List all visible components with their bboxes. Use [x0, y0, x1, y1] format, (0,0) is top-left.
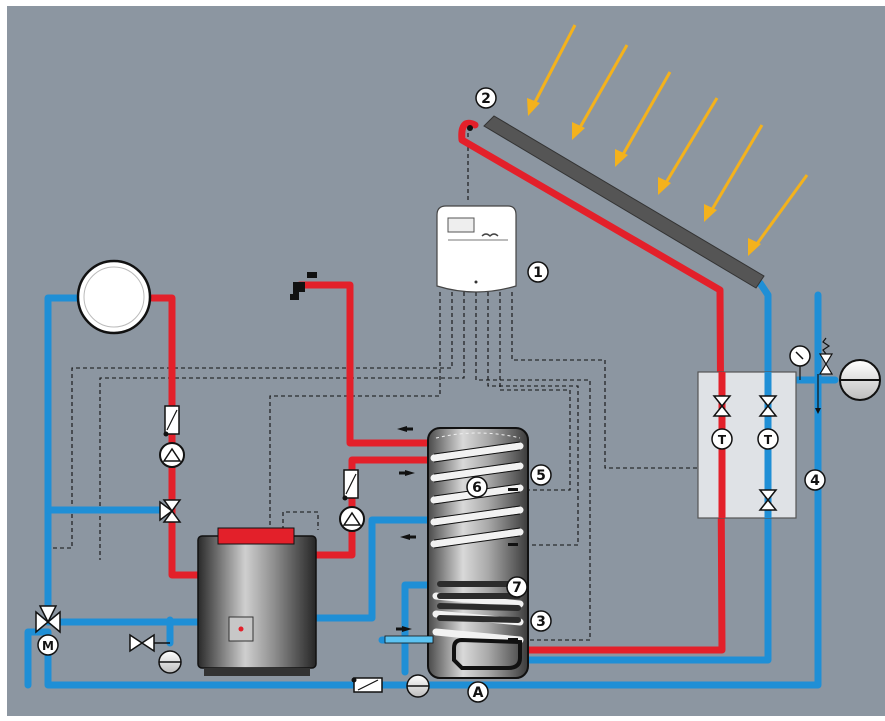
- valve-icon: [712, 395, 732, 417]
- solar-collector: [467, 115, 765, 289]
- boiler: [197, 527, 317, 676]
- motor-label: M: [42, 639, 54, 653]
- tap-icon: [290, 272, 317, 300]
- solar-arrow-icon: [572, 44, 629, 140]
- solar-station: T T: [697, 371, 797, 519]
- upper-heating-coil: [430, 442, 524, 548]
- callout-label: 4: [810, 473, 820, 489]
- callout-label: 2: [481, 91, 491, 107]
- cold-inlet: [384, 635, 434, 644]
- storage-tank: [427, 427, 529, 679]
- thermo-label: T: [764, 433, 773, 447]
- thermo-label: T: [718, 433, 727, 447]
- flow-meter-icon: [351, 677, 383, 693]
- tank-sensor: [508, 638, 518, 641]
- callout-1: 1: [527, 261, 549, 283]
- solar-controller: [436, 205, 517, 293]
- temperature-gauge-icon: T: [757, 428, 779, 450]
- solar-arrow-icon: [615, 71, 672, 167]
- callout-label: 3: [536, 614, 546, 630]
- pump-icon: [339, 506, 365, 532]
- expansion-tank-icon: [158, 650, 182, 674]
- expansion-tank-icon: [839, 359, 881, 401]
- callout-4: 4: [804, 469, 826, 491]
- hot-pipes: [148, 119, 726, 654]
- solar-arrow-icon: [658, 97, 719, 195]
- solar-arrow-icon: [704, 124, 764, 222]
- control-wiring: [48, 128, 765, 641]
- flow-meter-icon: [342, 469, 359, 501]
- solar-arrow-icon: [527, 24, 577, 116]
- pressure-relief-icon: [815, 337, 834, 414]
- solar-radiation: [527, 24, 809, 256]
- callout-3: 3: [530, 610, 552, 632]
- pump-icon: [159, 442, 185, 468]
- valve-icon: [758, 395, 778, 417]
- tank-sensor: [508, 488, 518, 491]
- tank-sensor: [508, 543, 518, 546]
- tank-label-text: A: [473, 685, 484, 701]
- solar-arrow-icon: [748, 174, 809, 256]
- lower-coil-dark: [437, 581, 521, 623]
- callout-label: 7: [512, 580, 522, 596]
- callout-6: 6: [466, 476, 488, 498]
- flow-meter-icon: [163, 405, 180, 437]
- tank-label: A: [467, 681, 489, 703]
- callout-5: 5: [530, 464, 552, 486]
- callout-label: 1: [533, 265, 543, 281]
- mixing-valve-icon: [159, 499, 182, 523]
- heating-circuit-vessel: [76, 259, 152, 335]
- expansion-tank-icon: [406, 674, 430, 698]
- callout-label: 5: [536, 468, 546, 484]
- temperature-gauge-icon: T: [711, 428, 733, 450]
- callout-7: 7: [506, 576, 528, 598]
- motorized-mixing-valve: M: [35, 605, 61, 656]
- pressure-gauge-icon: [789, 345, 811, 380]
- valve-icon: [758, 489, 778, 511]
- callout-2: 2: [475, 87, 497, 109]
- callout-label: 6: [472, 480, 482, 496]
- valve-icon: [129, 633, 170, 653]
- flow-arrows: [396, 426, 416, 632]
